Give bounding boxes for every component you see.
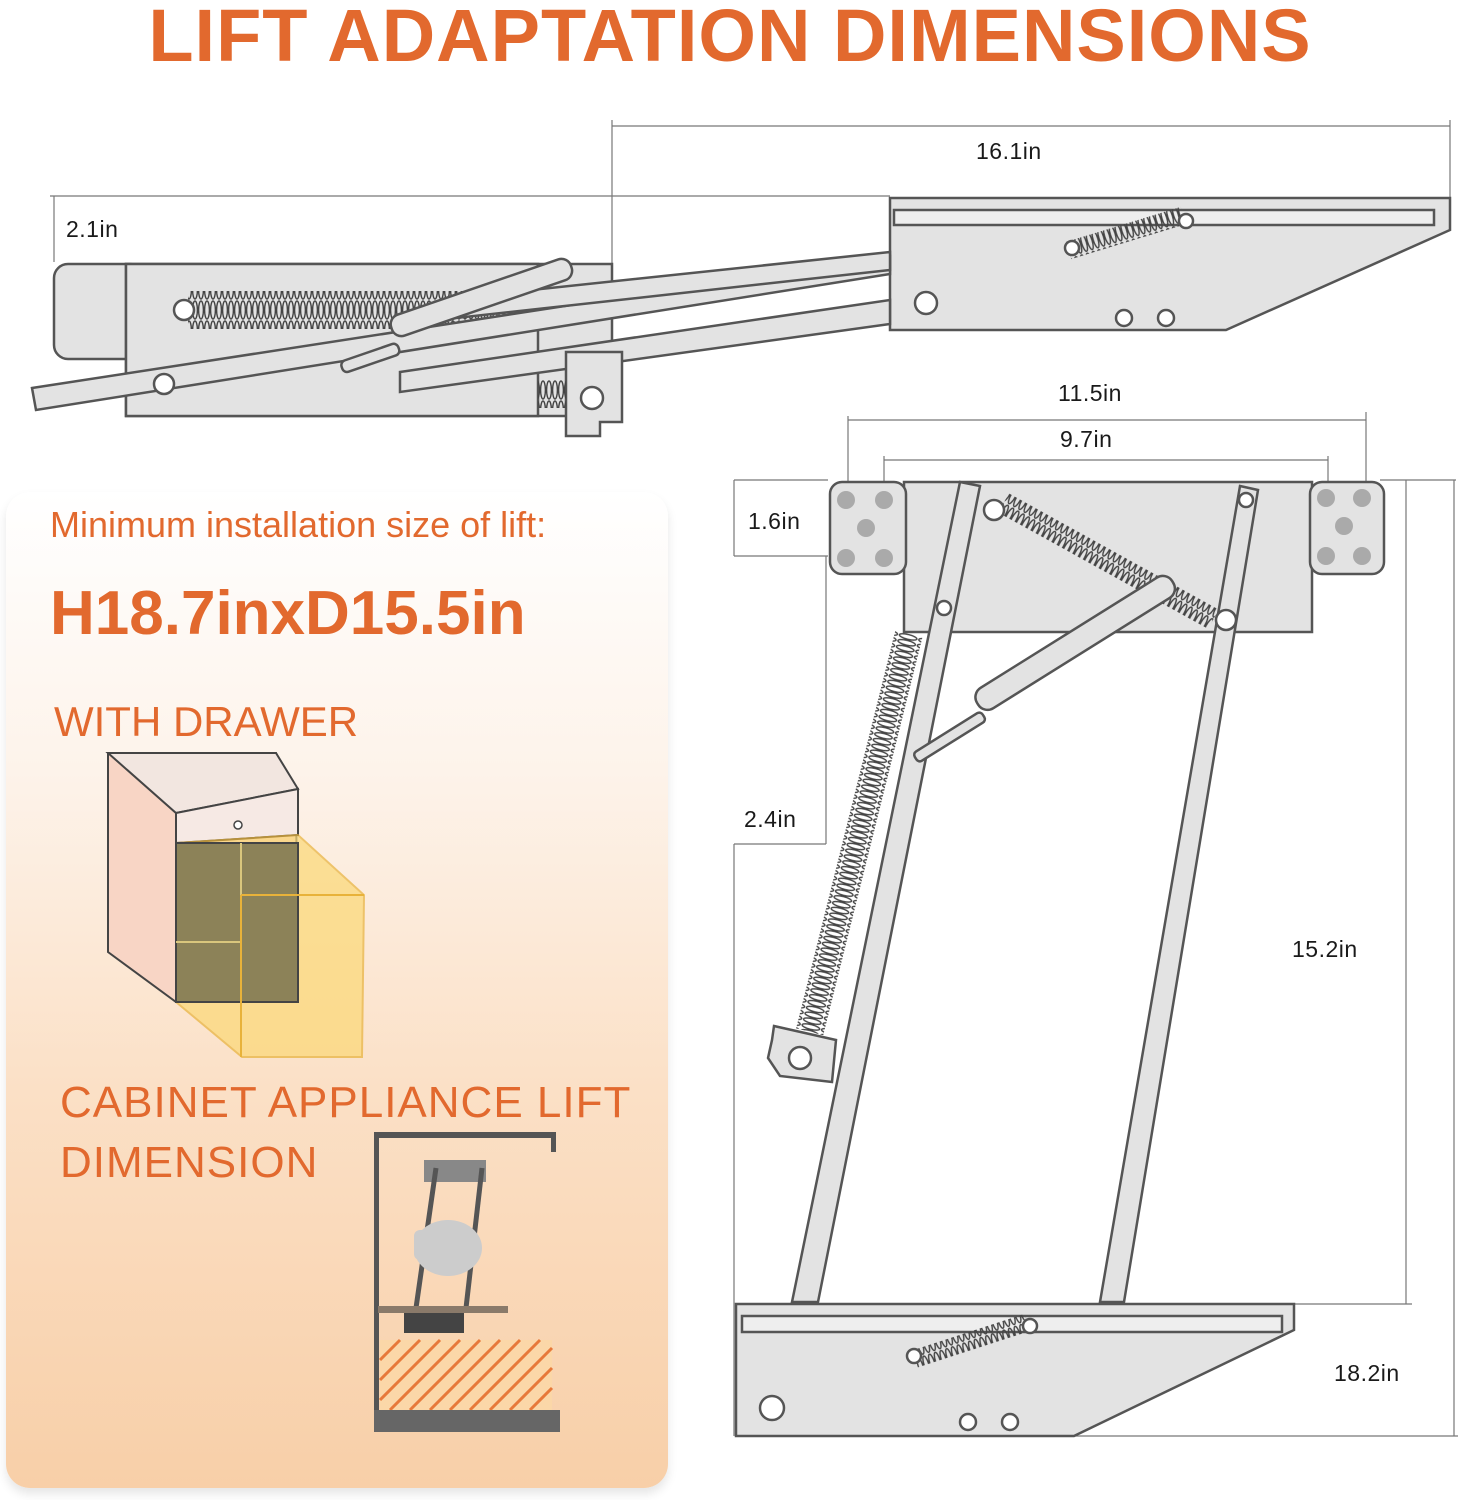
page-title: LIFT ADAPTATION DIMENSIONS: [148, 0, 1312, 77]
dim-bracket-height: 1.6in: [748, 508, 801, 534]
min-install-size: H18.7inxD15.5in: [50, 579, 526, 648]
dim-bracket-outer-width: 11.5in: [1058, 380, 1122, 406]
top-view-lift: [30, 120, 1452, 438]
dim-top-width: 16.1in: [976, 138, 1042, 164]
drawer-illustration: [105, 752, 366, 1058]
dim-bracket-inner-width: 9.7in: [1060, 426, 1113, 452]
cabinet-lift-label: CABINET APPLIANCE LIFT: [60, 1078, 632, 1127]
min-install-label: Minimum installation size of lift:: [50, 504, 547, 545]
dim-spring-offset: 2.4in: [744, 806, 797, 832]
info-panel: Minimum installation size of lift: H18.7…: [6, 492, 668, 1488]
with-drawer-label: WITH DRAWER: [54, 698, 359, 745]
side-view-lift: [733, 412, 1458, 1438]
cabinet-lift-label-2: DIMENSION: [60, 1138, 319, 1187]
dim-inner-height: 15.2in: [1292, 936, 1358, 962]
dim-total-height: 18.2in: [1334, 1360, 1400, 1386]
cabinet-lift-illustration: [374, 1132, 560, 1432]
dim-top-height: 2.1in: [66, 216, 119, 242]
